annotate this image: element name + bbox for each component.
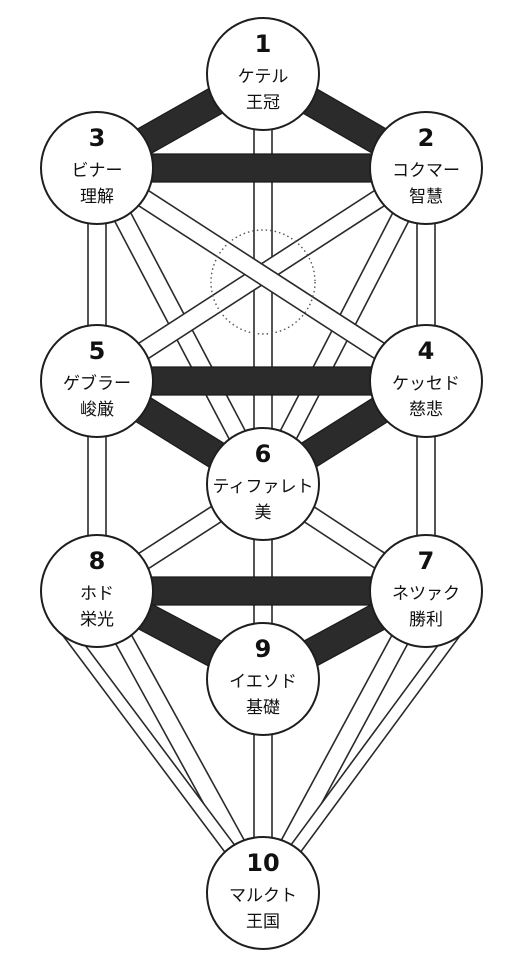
sephira-name: ケテル <box>238 67 289 87</box>
sephira-circle <box>206 622 320 736</box>
sephira-circle <box>369 534 483 648</box>
sephira-number: 4 <box>418 337 435 365</box>
sephira-number: 1 <box>255 30 272 58</box>
sephira-circle <box>206 427 320 541</box>
sephira-name: ホド <box>80 584 114 604</box>
sephira-name: マルクト <box>229 886 297 906</box>
sephira-name: ビナー <box>72 161 123 181</box>
sephira-number: 6 <box>255 440 272 468</box>
sephira-number: 10 <box>246 849 279 877</box>
sephira-number: 3 <box>89 124 106 152</box>
sephira-number: 9 <box>255 635 272 663</box>
sephira-meaning: 美 <box>255 503 272 523</box>
sephira-circle <box>40 534 154 648</box>
sephira-meaning: 栄光 <box>80 610 114 630</box>
sephira-name: ゲブラー <box>63 373 131 394</box>
sephira-circle <box>206 17 320 131</box>
sephira-circle <box>369 324 483 438</box>
sephira-circle <box>369 111 483 225</box>
sephira-name: ネツァク <box>392 584 460 604</box>
sephira-meaning: 智慧 <box>409 187 443 207</box>
sephira-meaning: 王冠 <box>246 93 280 113</box>
sephira-circle <box>40 111 154 225</box>
sephira-meaning: 峻厳 <box>80 400 114 420</box>
sephira-number: 7 <box>418 547 435 575</box>
sephira-name: ティファレト <box>213 477 314 497</box>
sephira-number: 2 <box>418 124 435 152</box>
sephira-meaning: 王国 <box>246 912 280 932</box>
sephira-name: コクマー <box>392 161 460 181</box>
sephira-number: 8 <box>89 547 106 575</box>
sephira-meaning: 慈悲 <box>409 400 443 420</box>
sephira-name: イエソド <box>229 672 297 692</box>
sephira-meaning: 基礎 <box>246 698 280 718</box>
sephira-meaning: 勝利 <box>409 610 443 630</box>
sephira-number: 5 <box>89 337 106 365</box>
daath-hidden-sphere <box>210 229 316 335</box>
sephira-name: ケッセド <box>392 374 460 394</box>
sephira-circle <box>40 324 154 438</box>
sephira-meaning: 理解 <box>80 187 114 207</box>
sephira-circle <box>206 836 320 950</box>
